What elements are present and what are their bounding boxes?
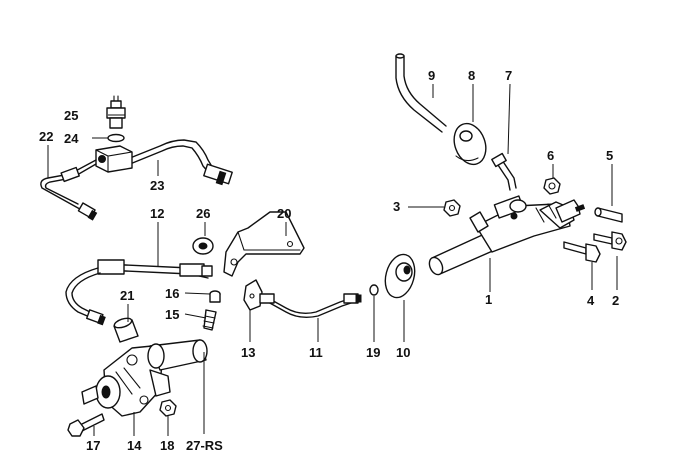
pressure-switch-part	[106, 95, 126, 129]
hydraulic-pipe-upper-part	[40, 139, 233, 221]
washer-nut-part	[543, 177, 561, 195]
label-2: 2	[612, 293, 619, 308]
label-4: 4	[587, 293, 595, 308]
part-labels: 1 2 3 4 5 6 7 8 9 10 11 12 13 14 15 16 1…	[39, 68, 619, 453]
label-24: 24	[64, 131, 79, 146]
bleeder-cap-part	[209, 290, 221, 303]
bolt-part	[594, 207, 623, 223]
label-18: 18	[160, 438, 174, 453]
sleeve-part	[113, 317, 139, 343]
label-10: 10	[396, 345, 410, 360]
hex-bolt-part	[593, 231, 627, 251]
hose-bracket-part	[243, 279, 263, 311]
label-5: 5	[606, 148, 613, 163]
label-26: 26	[196, 206, 210, 221]
reservoir-cap-part	[453, 122, 487, 166]
label-8: 8	[468, 68, 475, 83]
label-22: 22	[39, 129, 53, 144]
grommet-part	[192, 237, 214, 255]
nut-part	[443, 199, 461, 217]
clip-part	[369, 284, 379, 296]
label-15: 15	[165, 307, 179, 322]
clutch-slave-cylinder-part	[81, 339, 208, 417]
label-13: 13	[241, 345, 255, 360]
mounting-bolt-part	[563, 241, 601, 263]
label-16: 16	[165, 286, 179, 301]
seal-ring-part	[107, 133, 125, 143]
clutch-master-cylinder-part	[428, 195, 586, 276]
clutch-hose-part	[65, 259, 213, 326]
hydraulic-pipe-lower-part	[259, 293, 362, 319]
label-3: 3	[393, 199, 400, 214]
reservoir-hose-part	[395, 53, 447, 133]
label-9: 9	[428, 68, 435, 83]
label-27-rs: 27-RS	[186, 438, 223, 453]
label-14: 14	[127, 438, 142, 453]
label-1: 1	[485, 292, 492, 307]
bracket-part	[223, 211, 305, 277]
small-nut-part	[159, 399, 177, 417]
label-7: 7	[505, 68, 512, 83]
label-19: 19	[366, 345, 380, 360]
cylinder-bolt-part	[67, 413, 105, 437]
label-12: 12	[150, 206, 164, 221]
rubber-boot-part	[384, 253, 416, 299]
leader-lines	[47, 83, 618, 436]
label-11: 11	[309, 345, 323, 360]
label-23: 23	[150, 178, 164, 193]
label-17: 17	[86, 438, 100, 453]
label-21: 21	[120, 288, 134, 303]
bleeder-valve-part	[202, 309, 217, 331]
label-6: 6	[547, 148, 554, 163]
label-20: 20	[277, 206, 291, 221]
label-25: 25	[64, 108, 78, 123]
connector-pipe-part	[491, 152, 517, 191]
